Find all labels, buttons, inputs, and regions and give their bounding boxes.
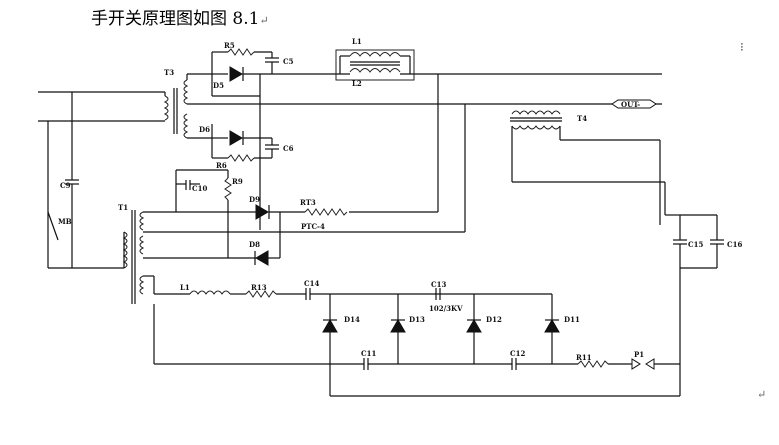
label-c6: C6 [283,144,294,153]
label-d9: D9 [249,195,260,204]
label-t4: T4 [577,114,587,123]
label-c10: C10 [192,184,207,193]
diode-d9: D9 [143,195,305,220]
label-c11: C11 [361,349,376,358]
label-d12: D12 [486,315,502,324]
label-d6: D6 [199,125,210,134]
label-c16: C16 [727,240,742,249]
label-r6: R6 [216,161,227,170]
figure-caption: 手开关原理图如图 8.1↵ [91,4,269,29]
label-d8: D8 [249,240,260,249]
label-c13: C13 [431,280,446,289]
capacitor-c13: C13 102/3KV [429,280,463,313]
label-l1-bottom: L1 [180,283,190,292]
label-rt3: RT3 [300,198,316,207]
diode-d8: D8 [143,212,281,266]
label-ptc: PTC-4 [301,222,325,231]
label-r11: R11 [576,353,592,362]
label-p1: P1 [634,350,644,359]
resistor-r9: R9 [176,169,243,258]
label-l1-top: L1 [352,37,362,46]
transformer-t3: T3 [163,68,189,139]
transformer-t4: T4 [510,110,661,225]
inductor-l1-bottom: L1 [143,275,231,295]
inductor-l1-l2: L1 L2 [272,37,662,88]
diode-d13: D13 [390,294,425,364]
switch-mb: MB [47,211,124,269]
rectifier-block-d5: R5 C5 D5 [211,41,294,97]
capacitor-c14: C14 [304,279,552,300]
label-d11: D11 [564,315,580,324]
label-c5: C5 [283,57,294,66]
capacitor-c10: C10 [175,170,207,212]
label-l2: L2 [352,79,362,88]
thermistor-rt3: RT3 PTC-4 [300,198,438,231]
diode-d14: D14 [322,294,360,396]
label-r9: R9 [232,177,243,186]
label-d5: D5 [213,81,224,90]
label-d13: D13 [409,315,425,324]
label-c14: C14 [304,279,319,288]
capacitor-c9: C9 [60,179,79,212]
label-c15: C15 [688,240,703,249]
rectifier-block-d6: D6 R6 C6 [199,124,294,170]
resistor-r11: R11 [576,353,632,368]
input-line-top [38,91,166,96]
output-terminal: OUT- [611,99,657,109]
transformer-t1: T1 [118,203,145,304]
label-t3: T3 [164,68,174,77]
label-r13: R13 [251,283,267,292]
capacitor-c12: C12 [510,349,578,370]
capacitor-c11: C11 [361,349,512,370]
label-c12: C12 [510,349,525,358]
paragraph-mark: ↵ [259,14,269,27]
diode-d11: D11 [544,294,580,364]
label-r5: R5 [224,41,235,50]
diode-d12: D12 [466,294,502,364]
corner-mark-top: ⁝ [740,40,744,54]
spark-gap-p1: P1 [631,350,680,370]
corner-mark-bottom: ↵ [757,388,767,401]
label-out: OUT- [621,100,640,109]
label-d14: D14 [344,315,360,324]
label-c9: C9 [60,181,71,190]
label-t1: T1 [118,203,128,212]
caption-text: 手开关原理图如图 8.1 [91,9,260,29]
resistor-r13: R13 [230,283,306,298]
label-c13-value: 102/3KV [429,304,463,313]
label-mb: MB [58,217,72,226]
capacitors-c15-c16: C15 C16 [673,214,742,364]
